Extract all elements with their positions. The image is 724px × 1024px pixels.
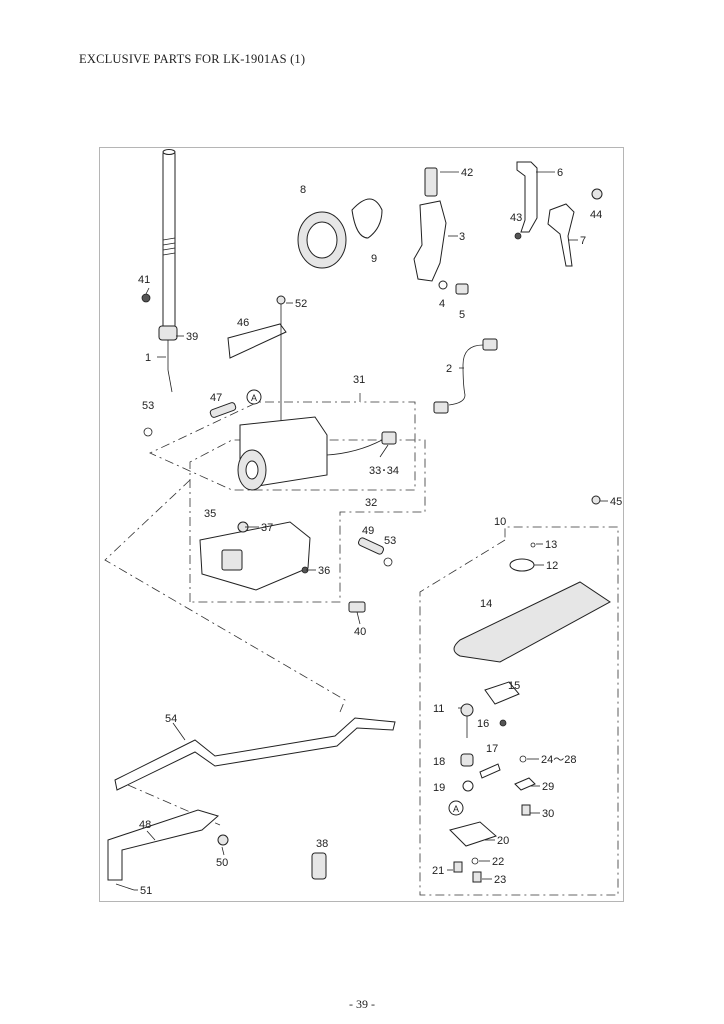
callout-16: 16 xyxy=(477,718,489,730)
callout-30: 30 xyxy=(542,808,554,820)
callout-1: 1 xyxy=(145,352,151,364)
callout-9: 9 xyxy=(371,253,377,265)
callout-14: 14 xyxy=(480,598,492,610)
callout-43: 43 xyxy=(510,212,522,224)
callout-13: 13 xyxy=(545,539,557,551)
callout-18: 18 xyxy=(433,756,445,768)
callout-22: 22 xyxy=(492,856,504,868)
plate-assembly-10 xyxy=(453,495,611,663)
reference-marks: A A xyxy=(246,389,464,816)
callout-11: 11 xyxy=(433,703,444,715)
callout-24-28: 24～28 xyxy=(541,754,576,766)
callout-12: 12 xyxy=(546,560,558,572)
callout-4: 4 xyxy=(439,298,445,310)
callout-40: 40 xyxy=(354,626,366,638)
callout-37: 37 xyxy=(261,522,273,534)
callout-39: 39 xyxy=(186,331,198,343)
callout-23: 23 xyxy=(494,874,506,886)
bracket-35 xyxy=(199,521,366,613)
diagram-frame xyxy=(99,147,624,902)
callout-3: 3 xyxy=(459,231,465,243)
needle-bar-assembly xyxy=(141,149,178,393)
callout-31: 31 xyxy=(353,374,365,386)
callout-38: 38 xyxy=(316,838,328,850)
callout-50: 50 xyxy=(216,857,228,869)
callout-labels: 1 41 39 8 9 42 3 4 5 6 43 44 7 46 52 2 3… xyxy=(138,167,622,897)
callout-49: 49 xyxy=(362,525,374,537)
callout-51: 51 xyxy=(140,885,152,897)
lever-assembly xyxy=(107,717,396,891)
callout-45: 45 xyxy=(610,496,622,508)
callout-19: 19 xyxy=(433,782,445,794)
callout-35: 35 xyxy=(204,508,216,520)
callout-52: 52 xyxy=(295,298,307,310)
callout-46: 46 xyxy=(237,317,249,329)
callout-44: 44 xyxy=(590,209,602,221)
callout-5: 5 xyxy=(459,309,465,321)
ref-mark-a1: A xyxy=(251,393,257,403)
callout-21: 21 xyxy=(432,865,444,877)
leader-lines xyxy=(134,171,608,891)
page-title: EXCLUSIVE PARTS FOR LK-1901AS (1) xyxy=(79,52,306,66)
lower-parts xyxy=(449,681,536,883)
callout-41: 41 xyxy=(138,274,150,286)
callout-54: 54 xyxy=(165,713,177,725)
linkage-parts xyxy=(514,161,603,267)
callout-8: 8 xyxy=(300,184,306,196)
callout-32: 32 xyxy=(365,497,377,509)
callout-15: 15 xyxy=(508,680,520,692)
callout-47: 47 xyxy=(210,392,222,404)
callout-53a: 53 xyxy=(142,400,154,412)
callout-6: 6 xyxy=(557,167,563,179)
harness-2 xyxy=(433,338,498,414)
callout-29: 29 xyxy=(542,781,554,793)
callout-2: 2 xyxy=(446,363,452,375)
callout-10: 10 xyxy=(494,516,506,528)
page-number: - 39 - xyxy=(349,997,375,1011)
callout-36: 36 xyxy=(318,565,330,577)
callout-17: 17 xyxy=(486,743,498,755)
solenoid-31 xyxy=(237,416,397,491)
callout-48: 48 xyxy=(139,819,151,831)
callout-7: 7 xyxy=(580,235,586,247)
callout-33-34: 33･34 xyxy=(369,465,399,477)
rotary-ring-parts xyxy=(297,198,383,269)
callout-53b: 53 xyxy=(384,535,396,547)
bracket-assembly xyxy=(413,167,469,295)
callout-42: 42 xyxy=(461,167,473,179)
ref-mark-a2: A xyxy=(453,804,459,814)
callout-20: 20 xyxy=(497,835,509,847)
small-parts-47-49-53 xyxy=(143,402,393,567)
